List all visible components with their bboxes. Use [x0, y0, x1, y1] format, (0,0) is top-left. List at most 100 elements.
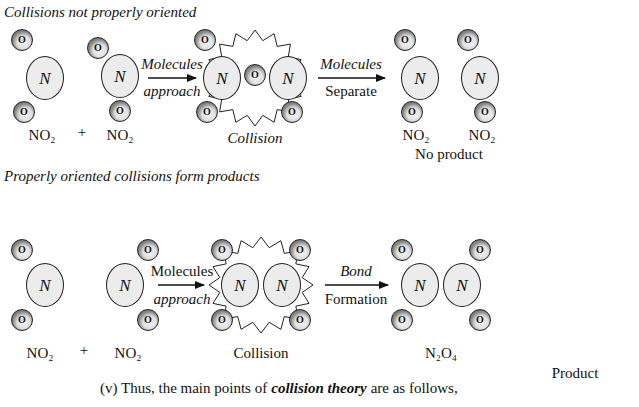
nitrogen-atom: N: [26, 263, 64, 307]
atom-symbol: O: [94, 43, 102, 53]
oxygen-atom: O: [469, 239, 491, 261]
oxygen-atom: O: [469, 309, 491, 331]
atom-symbol: N: [234, 277, 245, 294]
collision-flash: [209, 237, 313, 333]
oxygen-atom: O: [137, 309, 159, 331]
atom-symbol: N: [414, 277, 425, 294]
figure-label: Collision: [227, 130, 282, 147]
atom-symbol: O: [144, 245, 152, 255]
body-text: are as follows,: [371, 380, 458, 397]
oxygen-atom: O: [194, 29, 216, 51]
oxygen-atom: O: [289, 309, 311, 331]
oxygen-atom: O: [391, 309, 413, 331]
oxygen-atom: O: [137, 239, 159, 261]
figure-label: Collision: [233, 345, 288, 362]
atom-symbol: N: [282, 70, 293, 87]
atom-symbol: O: [18, 35, 26, 45]
figure-label: NO₂: [27, 345, 54, 362]
atom-symbol: O: [398, 245, 406, 255]
nitrogen-atom: N: [106, 263, 144, 307]
oxygen-atom: O: [394, 29, 416, 51]
oxygen-atom: O: [87, 37, 109, 59]
figure-label: NO₂: [469, 127, 496, 144]
atom-symbol: N: [114, 68, 125, 85]
atom-symbol: O: [251, 70, 259, 80]
figure-label: NO₂: [29, 127, 56, 144]
oxygen-atom: O: [196, 101, 218, 123]
oxygen-atom: O: [457, 29, 479, 51]
figure-label: Bond: [340, 263, 372, 280]
key-term: collision theory: [271, 380, 366, 397]
atom-symbol: O: [398, 315, 406, 325]
oxygen-atom: O: [474, 101, 496, 123]
atom-symbol: N: [474, 70, 485, 87]
nitrogen-atom: N: [269, 56, 307, 100]
atom-symbol: N: [39, 70, 50, 87]
reaction-arrow: [318, 77, 385, 78]
oxygen-atom: O: [244, 64, 266, 86]
nitrogen-atom: N: [26, 56, 64, 100]
reaction-arrow: [158, 284, 204, 285]
atom-symbol: O: [116, 106, 124, 116]
row-heading: Collisions not properly oriented: [4, 4, 196, 21]
figure-label: approach: [144, 83, 201, 100]
figure-label: NO₂: [115, 345, 142, 362]
atom-symbol: N: [216, 70, 227, 87]
figure-label: N₂O₄: [425, 345, 457, 362]
nitrogen-atom: N: [101, 54, 139, 98]
nitrogen-atom: N: [221, 263, 259, 307]
row-heading: Properly oriented collisions form produc…: [4, 168, 260, 185]
atom-symbol: O: [144, 315, 152, 325]
atom-symbol: O: [476, 245, 484, 255]
atom-symbol: O: [218, 245, 226, 255]
figure-label: +: [80, 342, 88, 359]
atom-symbol: O: [18, 245, 26, 255]
oxygen-atom: O: [401, 101, 423, 123]
figure-label: Molecules: [151, 263, 213, 280]
reaction-arrow: [325, 284, 388, 285]
atom-symbol: O: [218, 315, 226, 325]
nitrogen-atom: N: [461, 56, 499, 100]
atom-symbol: O: [20, 107, 28, 117]
body-text: (v) Thus, the main points of: [100, 380, 267, 397]
sentence-line: (v) Thus, the main points ofcollision th…: [100, 380, 458, 397]
oxygen-atom: O: [109, 100, 131, 122]
collision-flash: [205, 30, 305, 126]
atom-symbol: O: [481, 107, 489, 117]
figure-label: +: [78, 124, 86, 141]
nitrogen-atom: N: [401, 263, 439, 307]
oxygen-atom: O: [211, 309, 233, 331]
atom-symbol: O: [408, 107, 416, 117]
figure-label: Molecules: [320, 56, 382, 73]
oxygen-atom: O: [281, 101, 303, 123]
atom-symbol: O: [476, 315, 484, 325]
atom-symbol: N: [39, 277, 50, 294]
atom-symbol: N: [119, 277, 130, 294]
oxygen-atom: O: [13, 101, 35, 123]
figure-label: NO₂: [107, 127, 134, 144]
atom-symbol: N: [276, 277, 287, 294]
atom-symbol: O: [296, 315, 304, 325]
nitrogen-atom: N: [263, 263, 301, 307]
figure-label: NO₂: [403, 127, 430, 144]
nitrogen-atom: N: [443, 263, 481, 307]
oxygen-atom: O: [11, 309, 33, 331]
atom-symbol: N: [456, 277, 467, 294]
nitrogen-atom: N: [203, 56, 241, 100]
oxygen-atom: O: [391, 239, 413, 261]
oxygen-atom: O: [211, 239, 233, 261]
atom-symbol: N: [414, 70, 425, 87]
atom-symbol: O: [288, 107, 296, 117]
figure-label: Separate: [325, 83, 377, 100]
figure-label: Molecules: [141, 56, 203, 73]
figure-label: Product: [552, 365, 599, 382]
figure-label: Formation: [325, 291, 388, 308]
atom-symbol: O: [464, 35, 472, 45]
atom-symbol: O: [296, 245, 304, 255]
nitrogen-atom: N: [401, 56, 439, 100]
figure-label: No product: [415, 146, 483, 163]
atom-symbol: O: [201, 35, 209, 45]
atom-symbol: O: [203, 107, 211, 117]
